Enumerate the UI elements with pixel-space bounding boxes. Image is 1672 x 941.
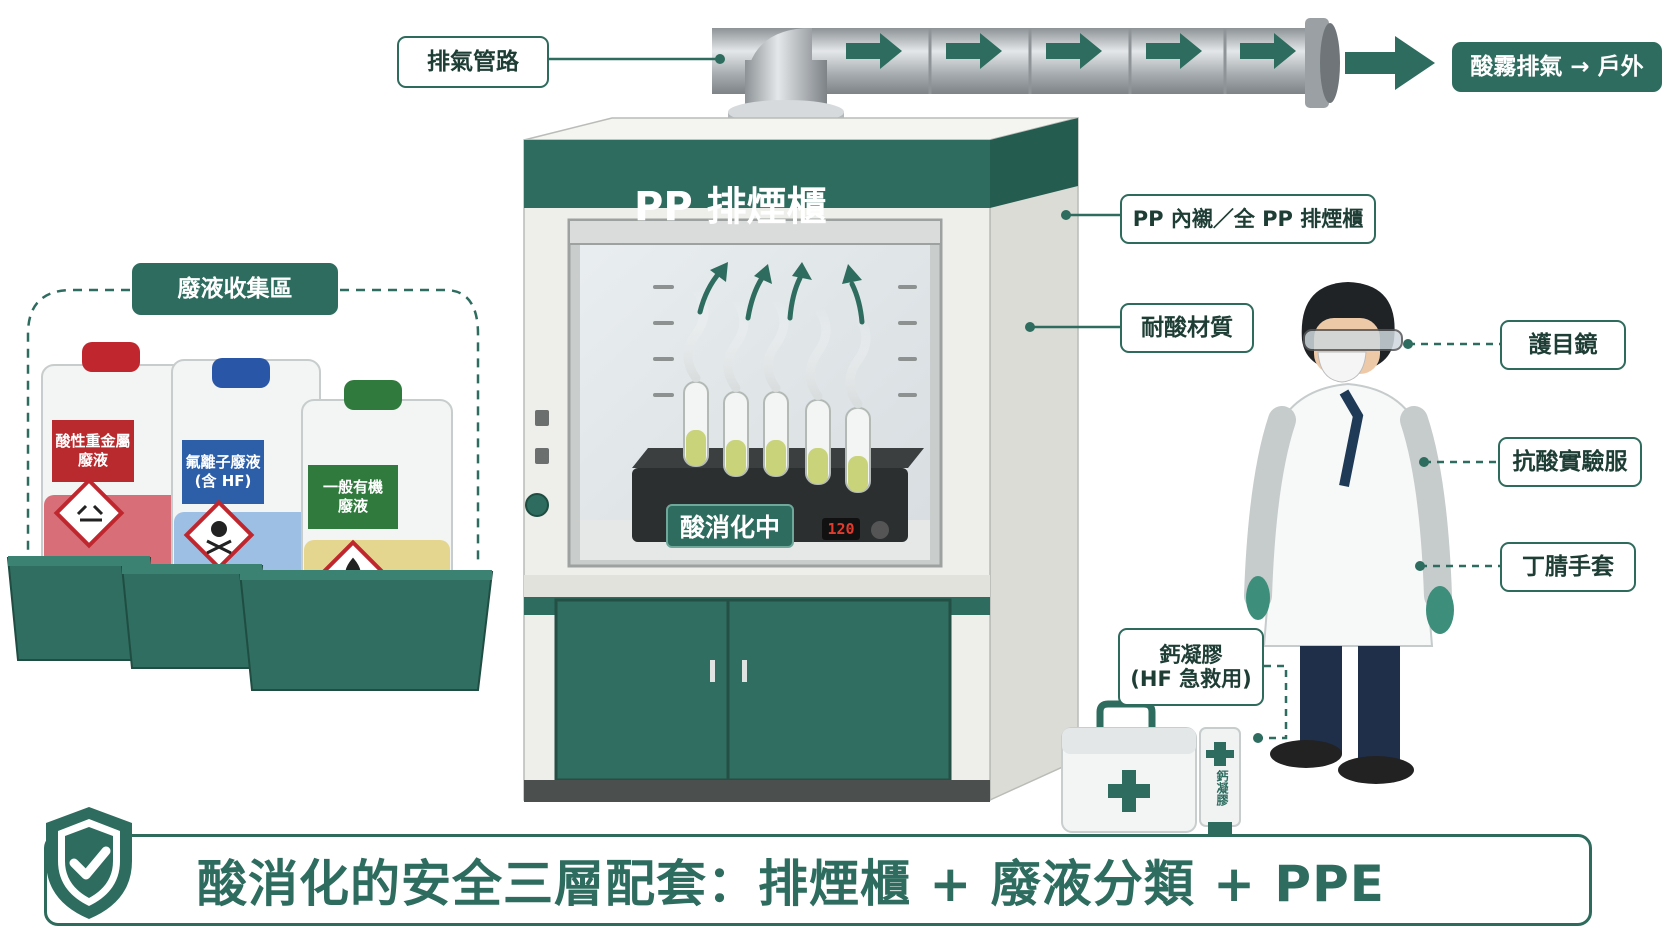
goggles-callout: 護目鏡 bbox=[1500, 320, 1626, 370]
waste-area-bracket bbox=[26, 288, 480, 640]
calcium-gel-label: 鈣凝膠 bbox=[1159, 642, 1223, 667]
waste-label-organic: 一般有機 廢液 bbox=[308, 465, 398, 529]
waste-label-line: 廢液 bbox=[77, 451, 108, 469]
waste-label-line: 一般有機 bbox=[322, 477, 383, 496]
waste-label-line: (含 HF) bbox=[194, 472, 252, 490]
waste-container bbox=[41, 342, 453, 623]
test-tubes bbox=[683, 381, 871, 493]
calcium-gel-callout: 鈣凝膠 (HF 急救用) bbox=[1118, 628, 1264, 706]
temperature-display: 120 bbox=[827, 520, 855, 538]
calcium-gel-sublabel: (HF 急救用) bbox=[1130, 667, 1252, 691]
exhaust-outlet-callout: 酸霧排氣 → 戶外 bbox=[1452, 42, 1662, 92]
waste-label-line: 氟離子廢液 bbox=[185, 452, 261, 471]
skull-crossbones-icon bbox=[183, 499, 255, 571]
vapor-arrowhead bbox=[710, 262, 862, 284]
leader-lines bbox=[548, 57, 1500, 740]
lab-coat-callout: 抗酸實驗服 bbox=[1498, 437, 1642, 487]
waste-label-fluoride: 氟離子廢液 (含 HF) bbox=[182, 440, 264, 504]
lab-worker bbox=[1244, 282, 1452, 784]
nitrile-gloves bbox=[1246, 576, 1454, 634]
gel-tube-text: 鈣凝膠 bbox=[1215, 770, 1229, 806]
shield-check-icon bbox=[46, 807, 132, 919]
acid-vapor bbox=[683, 285, 871, 409]
pp-lining-callout: PP 內襯／全 PP 排煙櫃 bbox=[1120, 194, 1376, 244]
digestion-status-label: 酸消化中 bbox=[666, 504, 794, 548]
summary-banner-text: 酸消化的安全三層配套：排煙櫃 + 廢液分類 + PPE bbox=[197, 855, 1385, 913]
summary-banner: 酸消化的安全三層配套：排煙櫃 + 廢液分類 + PPE bbox=[44, 834, 1592, 926]
exhaust-outlet-arrow bbox=[1345, 36, 1435, 90]
waste-label-line: 酸性重金屬 bbox=[55, 431, 131, 450]
corrosive-icon bbox=[53, 477, 125, 549]
airflow-arrow bbox=[846, 33, 1296, 69]
leader-dots bbox=[715, 54, 1429, 743]
fume-hood-title: PP 排煙櫃 bbox=[634, 184, 827, 230]
acid-resistant-material-callout: 耐酸材質 bbox=[1120, 303, 1254, 353]
waste-trays bbox=[6, 556, 494, 691]
nitrile-gloves-callout: 丁腈手套 bbox=[1500, 542, 1636, 592]
first-aid-kit bbox=[1061, 700, 1197, 833]
waste-label-line: 廢液 bbox=[337, 497, 368, 515]
waste-label-acid-heavy-metal: 酸性重金屬 廢液 bbox=[52, 420, 134, 482]
waste-area-title: 廢液收集區 bbox=[132, 263, 338, 315]
exhaust-pipe-callout: 排氣管路 bbox=[397, 36, 549, 88]
